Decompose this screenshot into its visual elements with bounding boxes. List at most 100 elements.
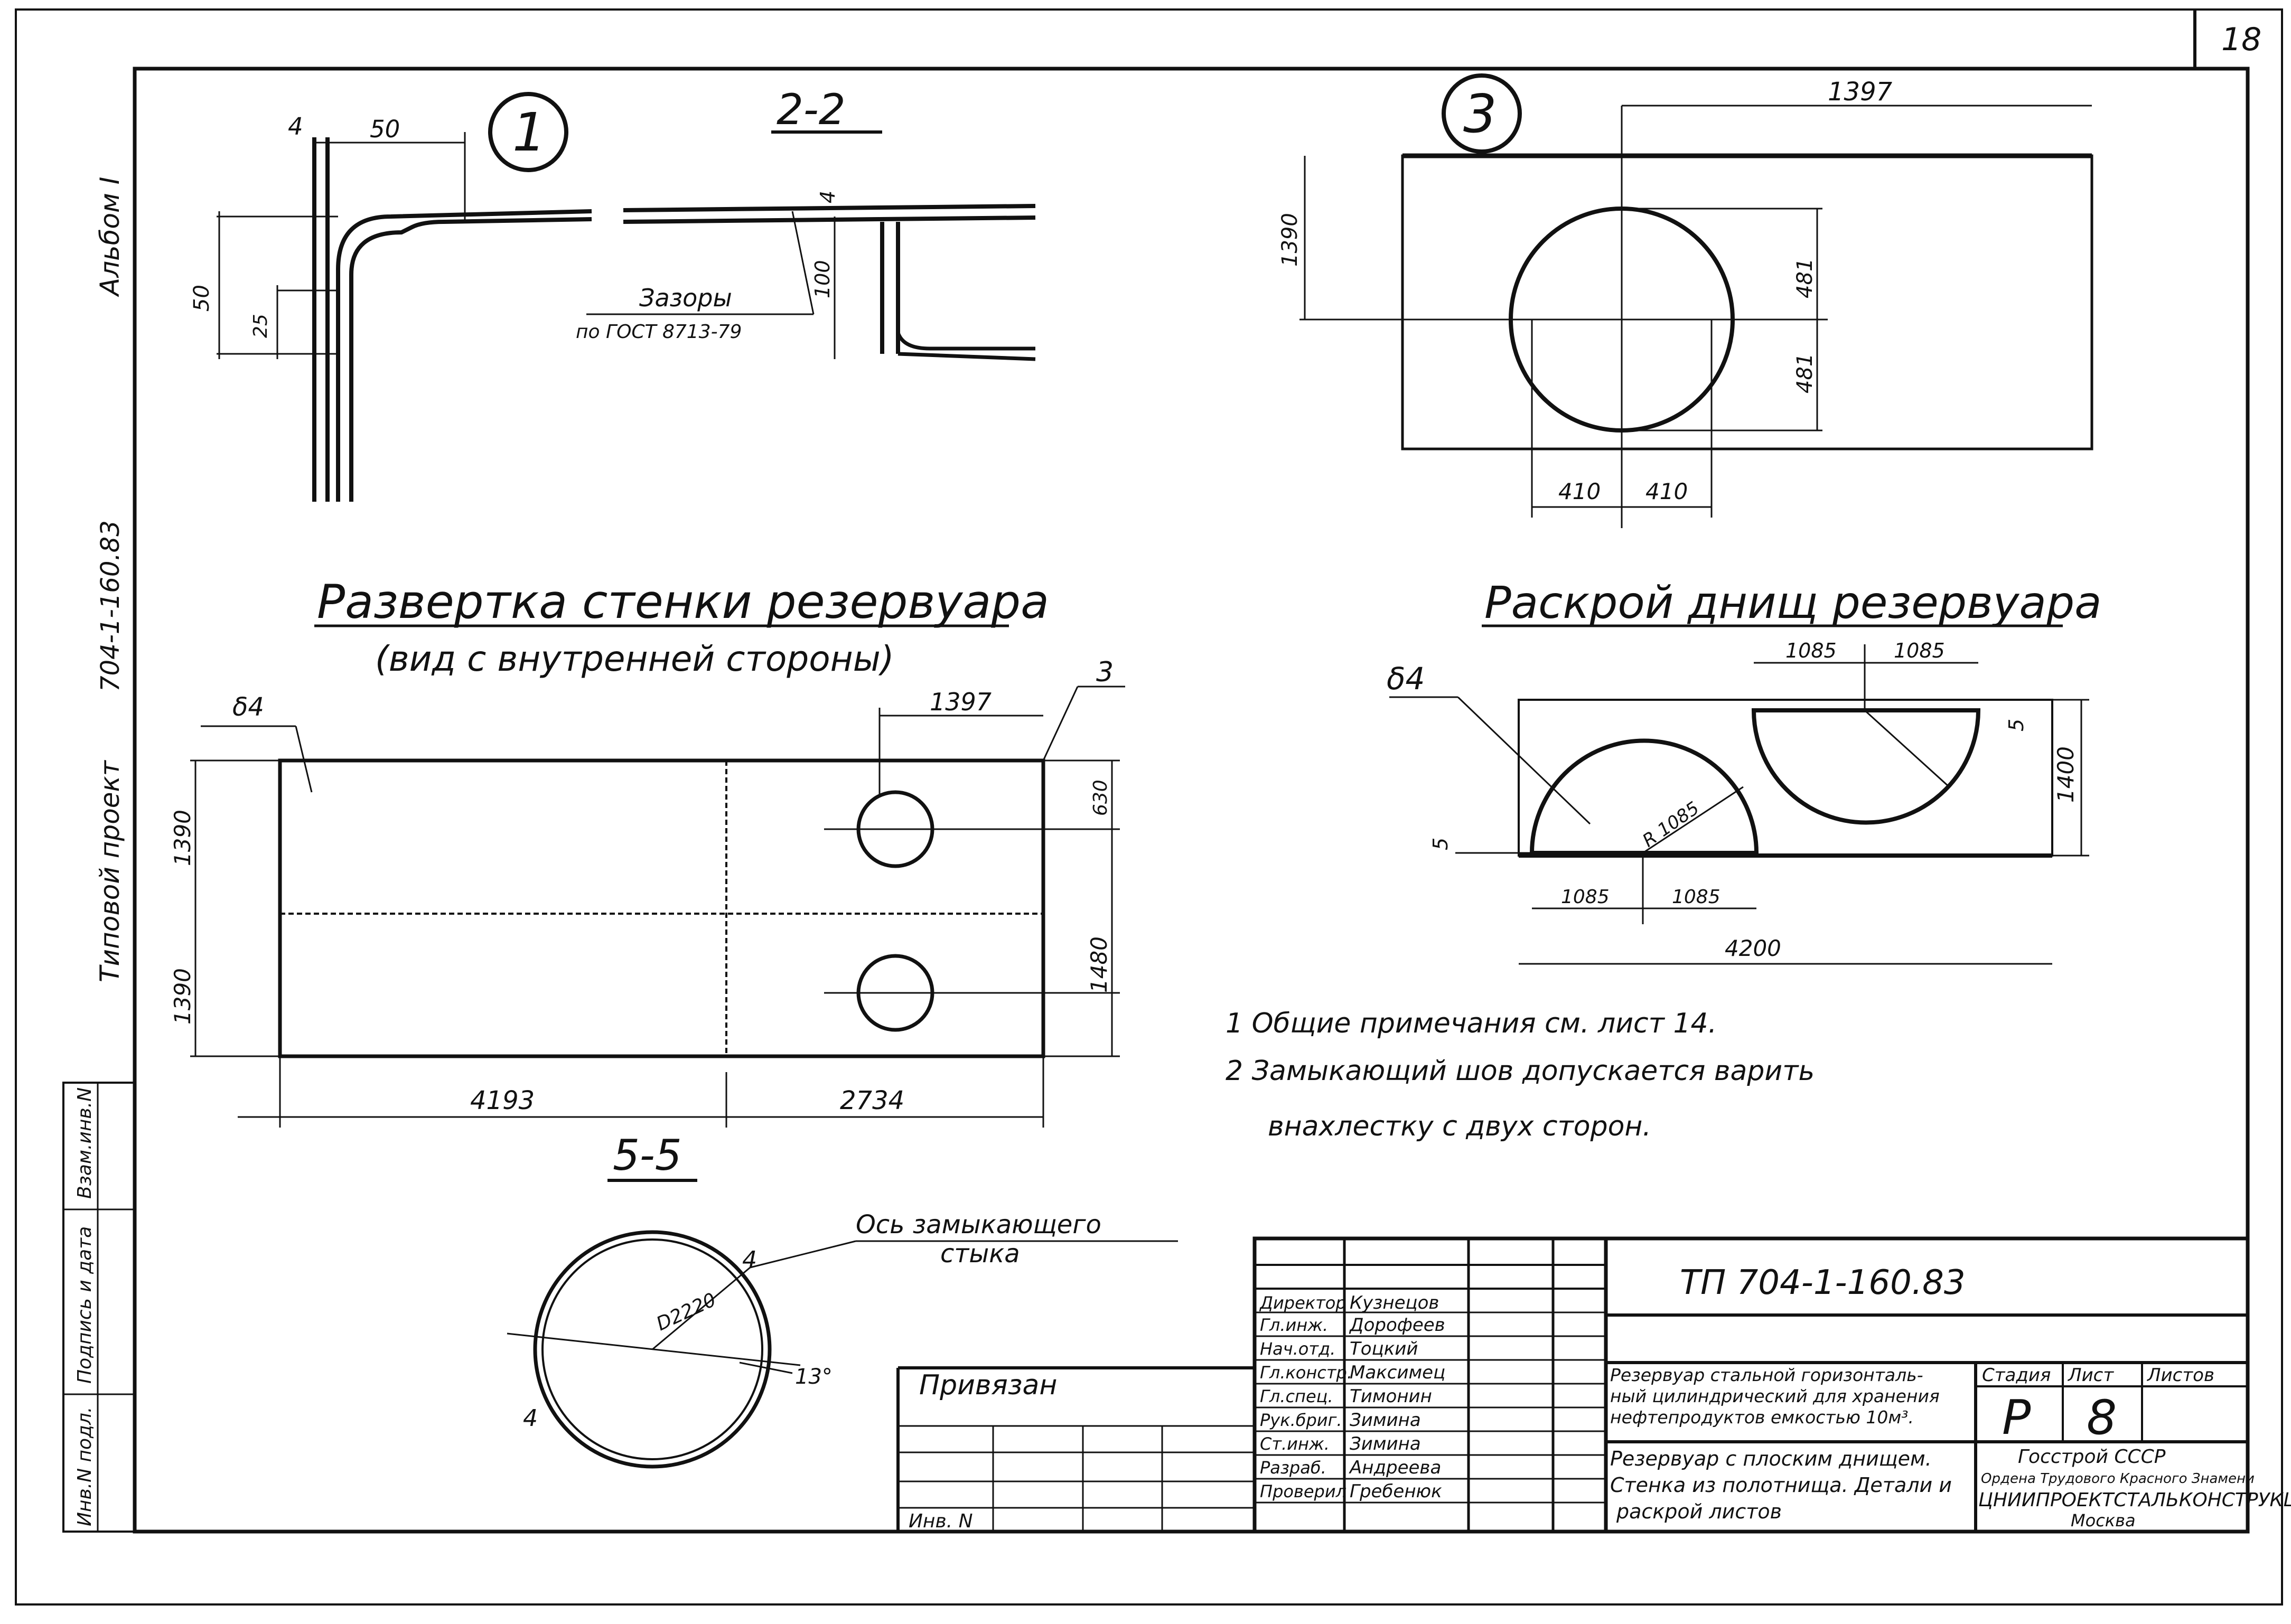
content-1: Резервуар с плоским днищем.	[1610, 1447, 1932, 1470]
detail-3-mark: 3	[1463, 83, 1497, 145]
org-3: ЦНИИПРОЕКТСТАЛЬКОНСТРУКЦИЯ	[1978, 1489, 2291, 1511]
wall-len-b: 2734	[840, 1086, 904, 1115]
description-3: нефтепродуктов емкостью 10м³.	[1610, 1407, 1914, 1428]
project-code-vertical: 704-1-160.83	[96, 520, 125, 692]
bottoms-title: Раскрой днищ резервуара	[1484, 577, 2102, 628]
wall-callout-leader	[1042, 686, 1079, 761]
section-5-5-radius-line	[652, 1266, 751, 1350]
section-5-5-shell-outer	[533, 1230, 772, 1469]
name-5: Зимина	[1350, 1410, 1421, 1431]
section-2-2-height: 100	[811, 260, 834, 298]
section-5-5-title: 5-5	[613, 1131, 682, 1180]
bottoms-radius-line-a	[1642, 786, 1744, 854]
outer-frame	[15, 8, 2283, 1606]
name-3: Максимец	[1350, 1362, 1445, 1383]
role-0: Директор	[1259, 1293, 1346, 1313]
section-2-2-web	[880, 222, 900, 354]
album-label: Альбом I	[95, 177, 125, 297]
sheet-number-value: 8	[2087, 1390, 2117, 1445]
role-3: Гл.констр.	[1260, 1363, 1352, 1383]
section-2-2-title: 2-2	[777, 85, 846, 134]
general-notes: 1 Общие примечания см. лист 14. 2 Замыка…	[1226, 1008, 1815, 1142]
bottoms-bot-b: 1085	[1672, 886, 1720, 908]
section-5-5-angle-leader	[739, 1362, 793, 1374]
sheet-number: 18	[2221, 21, 2261, 58]
stamp-signature-date: Подпись и дата	[74, 1226, 96, 1384]
detail-3-marker	[1442, 73, 1522, 154]
bottoms-cutting: Раскрой днищ резервуара δ4 1085 1085 R 1…	[1387, 577, 2102, 965]
section-5-5-angle: 13°	[795, 1365, 833, 1389]
note-1: 1 Общие примечания см. лист 14.	[1226, 1008, 1717, 1039]
stamp-inv-original: Инв.N подл.	[74, 1407, 96, 1526]
project-type-vertical: Типовой проект	[95, 759, 125, 982]
name-8: Гребенюк	[1350, 1481, 1442, 1502]
section-2-2-thk: 4	[816, 191, 839, 203]
bottoms-top-b: 1085	[1894, 639, 1945, 662]
bottoms-bot-a: 1085	[1561, 886, 1610, 908]
section-5-5-shell-inner	[541, 1238, 763, 1460]
org-4: Москва	[2071, 1510, 2136, 1531]
detail-3-width: 1397	[1828, 77, 1893, 107]
wall-thk-leader	[295, 726, 313, 793]
sheet-label: Лист	[2067, 1365, 2114, 1386]
note-2: 2 Замыкающий шов допускается варить	[1226, 1055, 1815, 1087]
left-margin: Альбом I 704-1-160.83 Типовой проект Вза…	[62, 177, 136, 1533]
bottoms-gap-right: 5	[2005, 719, 2028, 731]
role-5: Рук.бриг.	[1260, 1410, 1342, 1430]
bottoms-radius: R 1085	[1639, 797, 1703, 851]
section-2-2-note-2: по ГОСТ 8713-79	[576, 321, 742, 343]
section-5-5-axis-2: стыка	[940, 1239, 1020, 1269]
drawing-code: ТП 704-1-160.83	[1680, 1263, 1966, 1302]
bottoms-gap-left: 5	[1429, 838, 1452, 850]
name-0: Кузнецов	[1350, 1292, 1439, 1313]
name-4: Тимонин	[1350, 1386, 1432, 1407]
detail-1-mark: 1	[512, 101, 546, 163]
detail-1: 1 4 50 50 25	[190, 92, 592, 502]
bottoms-thk: δ4	[1387, 661, 1425, 697]
wall-len-a: 4193	[470, 1086, 535, 1115]
content-2: Стенка из полотнища. Детали и	[1610, 1473, 1952, 1497]
section-5-5: 5-5 Ось замыкающего стыка 4 4 D2220 13°	[507, 1131, 1178, 1469]
wall-development: Развертка стенки резервуара (вид с внутр…	[170, 575, 1125, 1128]
detail-1-dim-outer-label: 50	[190, 285, 214, 312]
bottoms-total: 4200	[1725, 935, 1781, 961]
note-3: внахлестку с двух сторон.	[1268, 1111, 1651, 1142]
section-2-2-plate	[623, 204, 1036, 224]
detail-1-wall	[312, 137, 330, 502]
detail-3-radius-bot: 481	[1793, 353, 1817, 393]
detail-1-dim-b: 50	[370, 115, 400, 143]
section-5-5-thk-b: 4	[523, 1405, 538, 1432]
detail-3-half-left: 410	[1558, 478, 1601, 504]
description-1: Резервуар стальной горизонталь-	[1610, 1365, 1923, 1385]
inner-frame	[133, 67, 2250, 1534]
wall-h-top: 1390	[170, 810, 195, 866]
role-6: Ст.инж.	[1260, 1434, 1330, 1454]
bottoms-top-a: 1085	[1785, 639, 1837, 662]
stamp-replace-inv: Взам.инв.N	[74, 1087, 96, 1199]
name-6: Зимина	[1350, 1433, 1421, 1454]
section-2-2: 2-2 4 100 Зазоры по ГОСТ 8713-79	[576, 85, 1036, 361]
bottoms-thk-leader	[1457, 696, 1591, 825]
wall-title: Развертка стенки резервуара	[317, 575, 1049, 629]
detail-1-marker	[488, 92, 568, 172]
stage-label: Стадия	[1982, 1365, 2051, 1386]
detail-1-dim-a: 4	[288, 112, 303, 140]
wall-panel	[278, 758, 1045, 1058]
role-1: Гл.инж.	[1260, 1315, 1328, 1335]
section-2-2-flange	[896, 332, 1036, 361]
wall-h-bot: 1390	[170, 968, 195, 1025]
title-block-text: Привязан Инв. N Директор Гл.инж. Нач.отд…	[909, 1263, 2291, 1532]
bottoms-sheet	[1518, 699, 2053, 857]
detail-3-height: 1390	[1278, 213, 1302, 267]
name-1: Дорофеев	[1349, 1315, 1445, 1336]
section-5-5-axis-1: Ось замыкающего	[856, 1210, 1101, 1240]
name-2: Тоцкий	[1350, 1338, 1418, 1359]
detail-1-dim-inner-label: 25	[250, 314, 272, 338]
org-1: Госстрой СССР	[2018, 1446, 2166, 1468]
bottoms-radius-line-b	[1864, 709, 1950, 788]
role-8: Проверил	[1260, 1481, 1346, 1501]
bottom-lower-half	[1529, 738, 1759, 855]
wall-callout: 3	[1096, 656, 1114, 688]
bottoms-height: 1400	[2053, 746, 2079, 803]
